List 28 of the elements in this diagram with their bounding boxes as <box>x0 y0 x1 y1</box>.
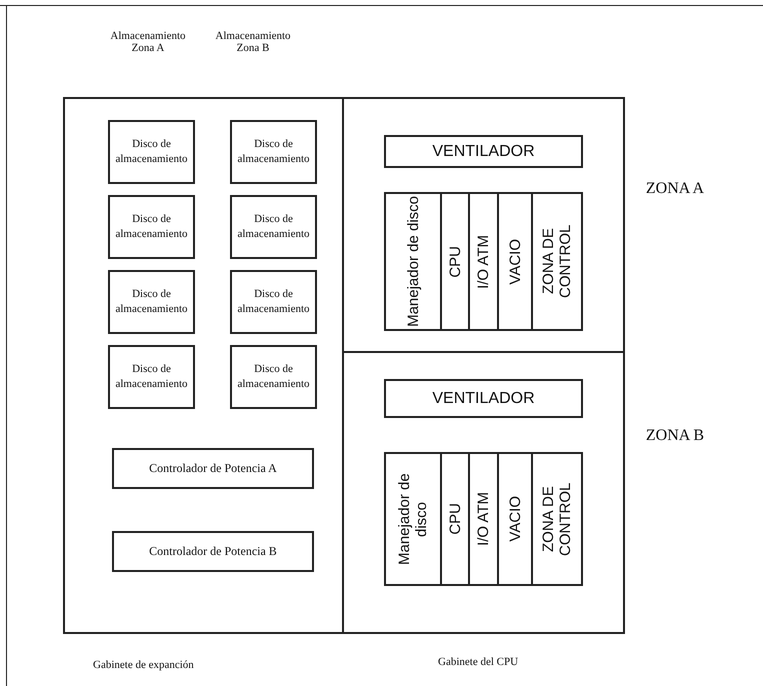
card-slot: Manejador de disco <box>384 192 442 331</box>
zone-label: ZONA A <box>644 180 706 198</box>
fan-panel: VENTILADOR <box>384 135 583 168</box>
card-slot: VACIO <box>497 192 533 331</box>
fan-panel: VENTILADOR <box>384 379 583 418</box>
card-slot: Manejador de disco <box>384 452 442 586</box>
zone-label: ZONA B <box>644 427 706 445</box>
card-slot: CPU <box>440 192 470 331</box>
power-controller: Controlador de Potencia A <box>112 448 314 489</box>
disk-slot: Disco de almacenamiento <box>230 345 317 409</box>
disk-slot: Disco de almacenamiento <box>108 120 195 184</box>
power-controller: Controlador de Potencia B <box>112 531 314 572</box>
cabinet-caption: Gabinete de expanción <box>93 659 194 671</box>
disk-slot: Disco de almacenamiento <box>108 345 195 409</box>
disk-slot: Disco de almacenamiento <box>108 195 195 259</box>
card-slot: ZONA DE CONTROL <box>531 452 583 586</box>
card-slot: I/O ATM <box>468 192 499 331</box>
card-slot: VACIO <box>497 452 533 586</box>
disk-slot: Disco de almacenamiento <box>230 195 317 259</box>
disk-slot: Disco de almacenamiento <box>108 270 195 334</box>
disk-slot: Disco de almacenamiento <box>230 120 317 184</box>
card-slot: CPU <box>440 452 470 586</box>
column-heading: Almacenamiento Zona B <box>214 30 292 54</box>
card-slot: ZONA DE CONTROL <box>531 192 583 331</box>
column-heading: Almacenamiento Zona A <box>109 30 187 54</box>
cabinet-caption: Gabinete del CPU <box>438 656 518 668</box>
disk-slot: Disco de almacenamiento <box>230 270 317 334</box>
card-slot: I/O ATM <box>468 452 499 586</box>
